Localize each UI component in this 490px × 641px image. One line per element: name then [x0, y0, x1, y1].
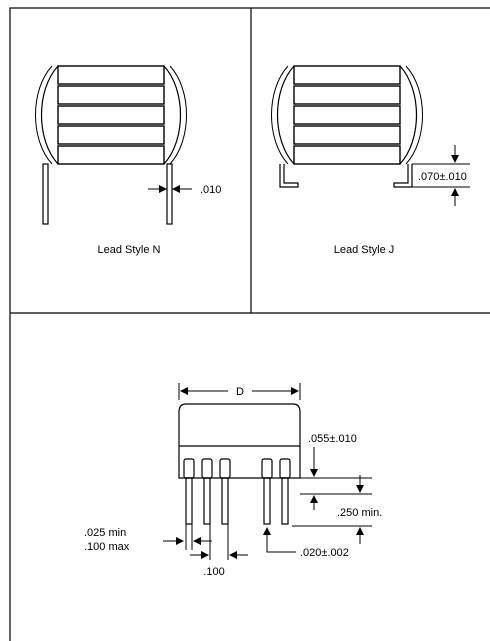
pitch-label: .100: [203, 566, 224, 578]
lead-left: [279, 164, 299, 188]
seating-label: .250 min.: [337, 507, 382, 519]
pin-stem-3: [221, 477, 229, 525]
cell-3: [57, 105, 165, 125]
lead-style-j-drawing: [271, 65, 470, 206]
lead-right: [393, 164, 413, 188]
pin-head-3: [219, 458, 231, 479]
cell-3: [293, 105, 401, 125]
lead-diameter-label: .020±.002: [300, 547, 349, 559]
lead-style-j-dimension: .070±.010: [418, 171, 467, 183]
frame-borders: [9, 7, 490, 641]
lead-style-j-caption: Lead Style J: [334, 244, 395, 256]
pin-stem-1: [185, 477, 193, 525]
cell-4: [57, 125, 165, 145]
cell-5: [57, 145, 165, 165]
body-width-label: D: [236, 386, 244, 398]
pin-head-2: [201, 458, 213, 479]
lead-width-max-label: .100 max: [84, 541, 130, 553]
lead-left: [42, 163, 49, 225]
cell-1: [57, 65, 165, 85]
lead-right: [166, 163, 173, 225]
footprint-drawing: [163, 383, 372, 560]
lead-width-min-label: .025 min: [84, 527, 126, 539]
lead-length-label: .055±.010: [308, 433, 357, 445]
pin-stem-4: [263, 477, 271, 525]
cell-2: [57, 85, 165, 105]
pin-head-4: [261, 458, 273, 479]
pin-head-5: [279, 458, 291, 479]
lead-style-n-caption: Lead Style N: [98, 244, 161, 256]
lead-style-n-dimension: .010: [200, 184, 221, 196]
lead-style-n-drawing: [35, 65, 192, 225]
cell-1: [293, 65, 401, 85]
cell-4: [293, 125, 401, 145]
pin-head-1: [183, 458, 195, 479]
cell-5: [293, 145, 401, 165]
component-body: [178, 403, 301, 479]
pin-stem-5: [281, 477, 289, 525]
cell-2: [293, 85, 401, 105]
pin-stem-2: [203, 477, 211, 525]
